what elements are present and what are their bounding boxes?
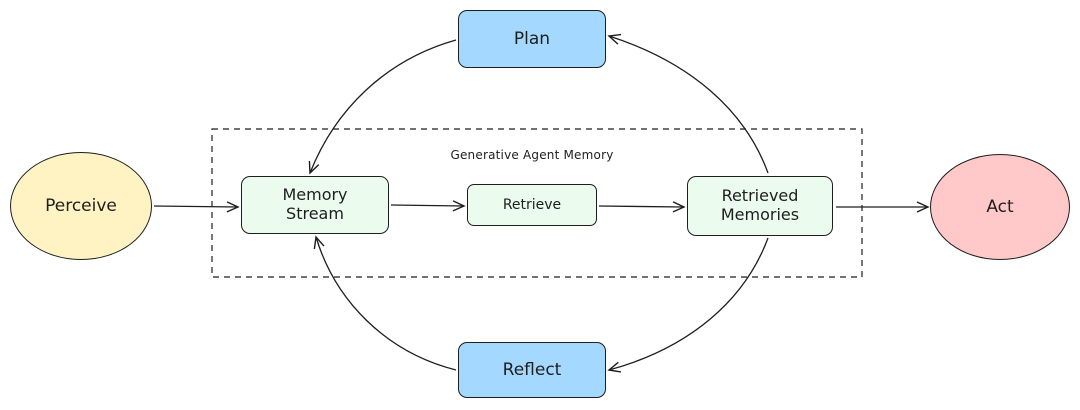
node-retrieved-memories-label: Retrieved Memories bbox=[720, 186, 800, 224]
arrow-reflect-to-stream bbox=[313, 235, 457, 371]
node-plan: Plan bbox=[458, 10, 606, 68]
node-memory-stream-label: Memory Stream bbox=[282, 185, 348, 223]
node-reflect-label: Reflect bbox=[502, 359, 562, 380]
arrow-retrieve-to-retrieved bbox=[598, 201, 686, 213]
node-memory-stream: Memory Stream bbox=[241, 176, 389, 234]
arrow-stream-to-retrieve bbox=[390, 200, 466, 212]
memory-group-boundary bbox=[211, 128, 863, 278]
arrow-retrieved-to-plan bbox=[607, 33, 769, 174]
arrow-plan-to-stream bbox=[308, 39, 457, 175]
node-reflect: Reflect bbox=[458, 342, 606, 398]
node-retrieve-label: Retrieve bbox=[502, 196, 562, 213]
node-retrieve: Retrieve bbox=[467, 184, 597, 226]
node-retrieved-memories: Retrieved Memories bbox=[687, 176, 833, 236]
node-perceive: Perceive bbox=[10, 152, 152, 260]
arrow-perceive-to-stream bbox=[153, 201, 240, 213]
node-plan-label: Plan bbox=[513, 28, 551, 49]
node-perceive-label: Perceive bbox=[45, 195, 117, 216]
node-act: Act bbox=[930, 154, 1070, 260]
arrow-retrieved-to-reflect bbox=[607, 237, 769, 373]
node-act-label: Act bbox=[986, 196, 1014, 217]
memory-group-label: Generative Agent Memory bbox=[450, 148, 614, 162]
